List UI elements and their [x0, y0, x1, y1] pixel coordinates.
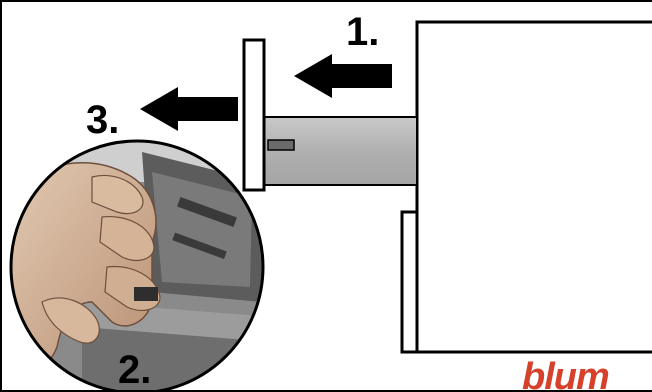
- runner-pin: [267, 139, 295, 151]
- step-2-label: 2.: [118, 348, 152, 392]
- drawer-front: [242, 38, 266, 192]
- step-1-label: 1.: [346, 10, 380, 54]
- arrow-left-icon: [140, 87, 238, 131]
- drawer-runner: [263, 116, 418, 186]
- step-3-label: 3.: [86, 98, 120, 142]
- arrow-left-icon: [294, 54, 392, 98]
- cabinet-edge-strip: [400, 210, 419, 354]
- cabinet-panel: [415, 20, 652, 354]
- brand-logo: blum: [522, 356, 610, 392]
- brand-logo-text: blum: [522, 356, 610, 392]
